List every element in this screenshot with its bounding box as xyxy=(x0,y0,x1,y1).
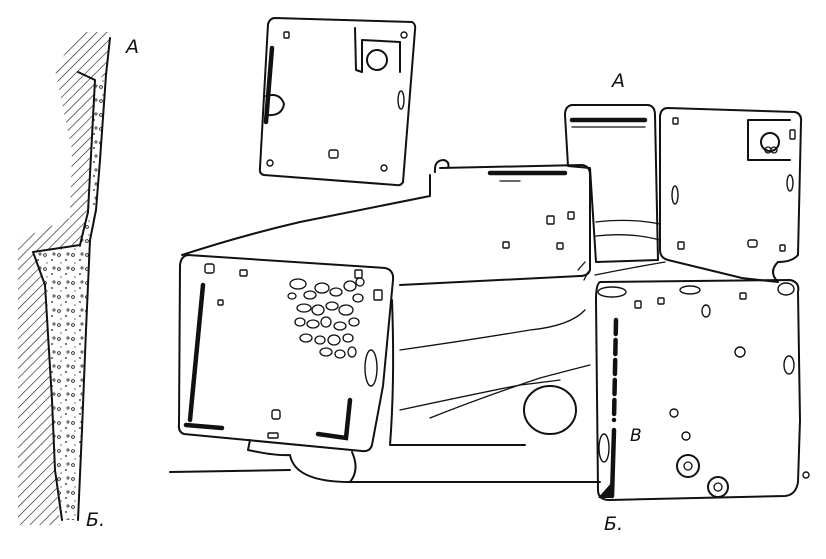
slab-left xyxy=(177,254,395,453)
slab-bottom-right xyxy=(577,261,810,501)
pebble-cluster xyxy=(287,277,365,359)
section-stippled-fill xyxy=(33,75,106,520)
section-hatched-rock xyxy=(18,32,110,525)
slab-block-a xyxy=(564,104,659,263)
slab-top-center xyxy=(258,17,417,187)
plan-drawing xyxy=(169,17,810,501)
section-label-bottom: Б. xyxy=(86,509,106,531)
plan-label-bottom: Б. xyxy=(604,513,624,535)
section-fill-boundary xyxy=(32,71,96,521)
plan-label-inner: В xyxy=(630,426,642,446)
slab-top-right xyxy=(659,107,803,283)
slab-center xyxy=(181,159,591,286)
boulder xyxy=(523,385,577,435)
section-profile-line xyxy=(77,37,111,521)
flow-lines xyxy=(169,219,666,483)
section-profile xyxy=(18,32,111,525)
plan-label-top: А xyxy=(612,70,625,92)
section-label-top: А xyxy=(126,36,139,58)
